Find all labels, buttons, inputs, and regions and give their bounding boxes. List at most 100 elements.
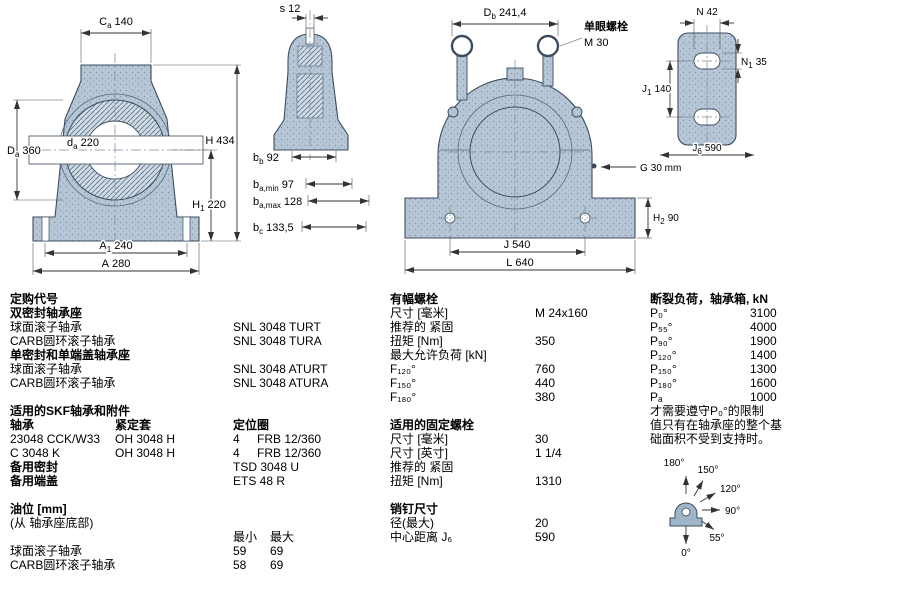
spec-label: 球面滚子轴承 xyxy=(10,362,83,376)
spec-value: 3100 xyxy=(750,306,777,320)
spec-row: 球面滚子轴承 SNL 3048 TURT xyxy=(10,320,382,334)
spec-value xyxy=(535,348,640,362)
spec-row: F₁₅₀°440 xyxy=(390,376,640,390)
oil-min: 58 xyxy=(233,558,247,572)
max-header: 最大 xyxy=(270,530,295,544)
oil-subtitle: (从 轴承座底部) xyxy=(10,516,94,530)
spec-value: ETS 48 R xyxy=(233,474,286,488)
spec-value: 440 xyxy=(535,376,556,390)
spec-value: TSD 3048 U xyxy=(233,460,300,474)
col-header-bearing: 轴承 xyxy=(10,418,35,432)
load-diagram-labels: 180° 150° 120° 90° 55° 0° xyxy=(664,458,741,559)
load-diagram-arrows xyxy=(683,476,720,544)
base-view-geometry xyxy=(677,25,737,153)
spec-value: 1000 xyxy=(750,390,777,404)
load-note-line: 值只有在轴承座的整个基 xyxy=(650,418,783,432)
spec-value: 4000 xyxy=(750,320,777,334)
fixing-bolts-title: 适用的固定螺栓 xyxy=(390,418,475,432)
load-note-line: 础面积不受到支持时。 xyxy=(650,432,771,446)
angle-label-120: 120° xyxy=(720,484,741,495)
spec-row: F₁₈₀°380 xyxy=(390,390,640,404)
spec-label: P₉₀° xyxy=(650,334,673,348)
ring-qty: 4 xyxy=(233,446,240,460)
load-direction-diagram: 180° 150° 120° 90° 55° 0° xyxy=(664,458,741,559)
spec-label: P₀° xyxy=(650,306,668,320)
spec-column-loads: 断裂负荷，轴承箱, kN P₀°3100 P₅₅°4000 P₉₀°1900 P… xyxy=(650,292,890,446)
grease-fitting xyxy=(591,163,597,169)
spec-label: CARB圆环滚子轴承 xyxy=(10,334,116,348)
spec-value: 20 xyxy=(535,516,549,530)
spec-value: 1900 xyxy=(750,334,777,348)
load-diagram-housing-icon xyxy=(669,502,703,527)
breaking-loads-title: 断裂负荷，轴承箱, kN xyxy=(650,292,769,306)
accessories-header-row: 轴承紧定套定位圈 xyxy=(10,418,382,432)
ring-designation: FRB 12/360 xyxy=(257,446,322,460)
spec-label: F₁₂₀° xyxy=(390,362,416,376)
spec-value: 30 xyxy=(535,432,549,446)
spec-label: 尺寸 [英寸] xyxy=(390,446,449,460)
spec-row: 尺寸 [毫米]M 24x160 xyxy=(390,306,640,320)
angle-label-55: 55° xyxy=(709,533,724,544)
spec-row: 扭矩 [Nm]1310 xyxy=(390,474,640,488)
spec-label: Pₐ xyxy=(650,390,663,404)
oil-max: 69 xyxy=(270,558,284,572)
oil-header-row: 最小最大 xyxy=(10,530,382,544)
spec-label: 中心距离 J₆ xyxy=(390,530,453,544)
spec-column-bolts: 有幅螺栓 尺寸 [毫米]M 24x160 推荐的 紧固 扭矩 [Nm]350 最… xyxy=(390,292,640,544)
spec-row: 推荐的 紧固 xyxy=(390,320,640,334)
spec-row: P₁₅₀°1300 xyxy=(650,362,890,376)
ring-qty: 4 xyxy=(233,432,240,446)
sleeve-designation: OH 3048 H xyxy=(115,446,176,460)
spec-value: 1400 xyxy=(750,348,777,362)
spec-label: 球面滚子轴承 xyxy=(10,544,83,558)
spec-label: 推荐的 紧固 xyxy=(390,320,454,334)
spec-value: 380 xyxy=(535,390,556,404)
col-header-sleeve: 紧定套 xyxy=(115,418,152,432)
oil-min: 59 xyxy=(233,544,247,558)
spec-row: P₀° 3100 xyxy=(650,306,890,320)
spec-label: 尺寸 [毫米] xyxy=(390,306,449,320)
angle-label-90: 90° xyxy=(725,506,740,517)
spec-value: SNL 3048 ATURA xyxy=(233,376,329,390)
spec-row: P₁₂₀°1400 xyxy=(650,348,890,362)
accessories-title: 适用的SKF轴承和附件 xyxy=(10,404,131,418)
spec-value: SNL 3048 TURA xyxy=(233,334,322,348)
spec-value: 760 xyxy=(535,362,556,376)
spec-label: 备用端盖 xyxy=(10,474,59,488)
ordering-group2-heading: 单密封和单端盖轴承座 xyxy=(10,348,131,362)
spec-row: 尺寸 [毫米]30 xyxy=(390,432,640,446)
spec-row: P₁₈₀° 1600 xyxy=(650,376,890,390)
ordering-title: 定购代号 xyxy=(10,292,59,306)
spec-value: SNL 3048 TURT xyxy=(233,320,321,334)
spec-value: 1600 xyxy=(750,376,777,390)
spec-value: SNL 3048 ATURT xyxy=(233,362,328,376)
spec-label: P₁₈₀° xyxy=(650,376,677,390)
side-section-geometry xyxy=(273,10,349,160)
load-note-line: 才需要遵守P₀°的限制 xyxy=(650,404,764,418)
spec-label: 球面滚子轴承 xyxy=(10,320,83,334)
